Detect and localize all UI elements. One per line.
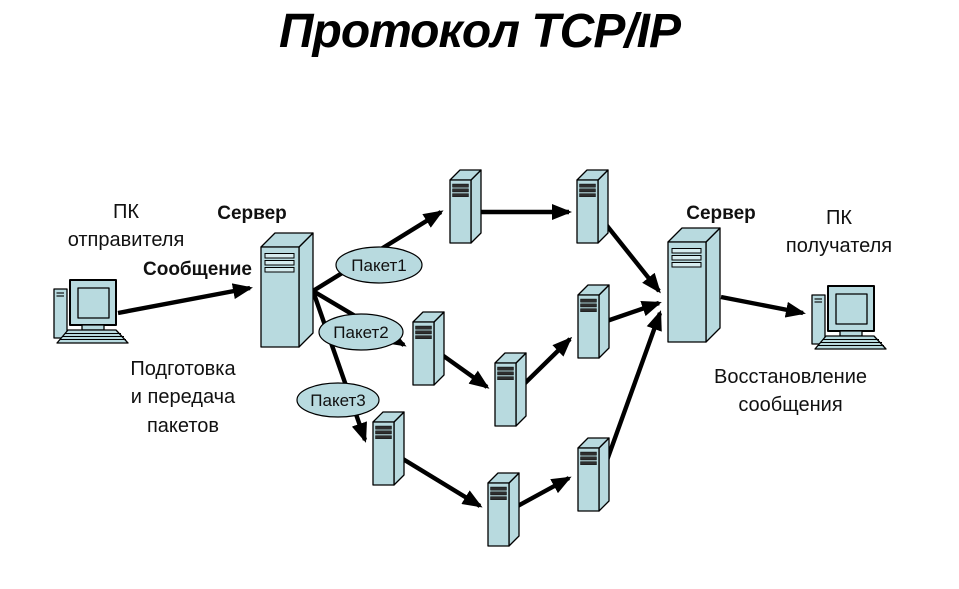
arrow-mid-router2-to-router3 <box>516 336 573 392</box>
router-bottom-3-icon <box>577 437 610 512</box>
arrow-top-router2-to-server <box>598 215 661 294</box>
arrow-mid-router3-to-server <box>600 300 662 326</box>
sender-pc-icon <box>53 279 129 344</box>
arrow-packet3-to-router <box>310 290 368 443</box>
packet-ovals: Пакет1 Пакет2 Пакет3 <box>296 246 423 418</box>
arrow-message-to-server <box>117 283 253 316</box>
prepare-packets-label: Подготовка и передача пакетов <box>130 358 236 437</box>
receiver-pc-icon <box>811 285 887 350</box>
restore-message-label: Восстановление сообщения <box>714 366 867 417</box>
server-left-icon <box>260 232 314 348</box>
router-bottom-2-icon <box>487 472 520 547</box>
arrow-bottom-router2-to-router3 <box>512 476 572 510</box>
packet2-label: Пакет2 <box>333 323 388 342</box>
router-top-2-icon <box>576 169 609 244</box>
message-label: Сообщение <box>143 259 252 280</box>
arrow-bottom-router1-to-router2 <box>396 454 483 508</box>
router-top-1-icon <box>449 169 482 244</box>
server-right-label: Сервер <box>686 203 756 224</box>
router-mid-1-icon <box>412 311 445 386</box>
packet3-oval <box>296 382 380 418</box>
packet1-label: Пакет1 <box>351 256 406 275</box>
arrow-server-to-receiver-pc <box>720 294 806 318</box>
sender-pc-label: ПК отправителя <box>67 201 185 252</box>
router-mid-3-icon <box>577 284 610 359</box>
arrow-bottom-router3-to-server <box>603 310 663 464</box>
page-title: Протокол TCP/IP <box>278 5 681 58</box>
server-left-label: Сервер <box>217 203 287 224</box>
arrow-mid-router1-to-router2 <box>436 350 490 389</box>
router-mid-2-icon <box>494 352 527 427</box>
server-right-icon <box>667 227 721 343</box>
packet1-oval <box>335 246 423 284</box>
receiver-pc-label: ПК получателя <box>785 207 893 258</box>
packet3-label: Пакет3 <box>310 391 365 410</box>
router-bottom-1-icon <box>372 411 405 486</box>
packet2-oval <box>318 313 404 351</box>
